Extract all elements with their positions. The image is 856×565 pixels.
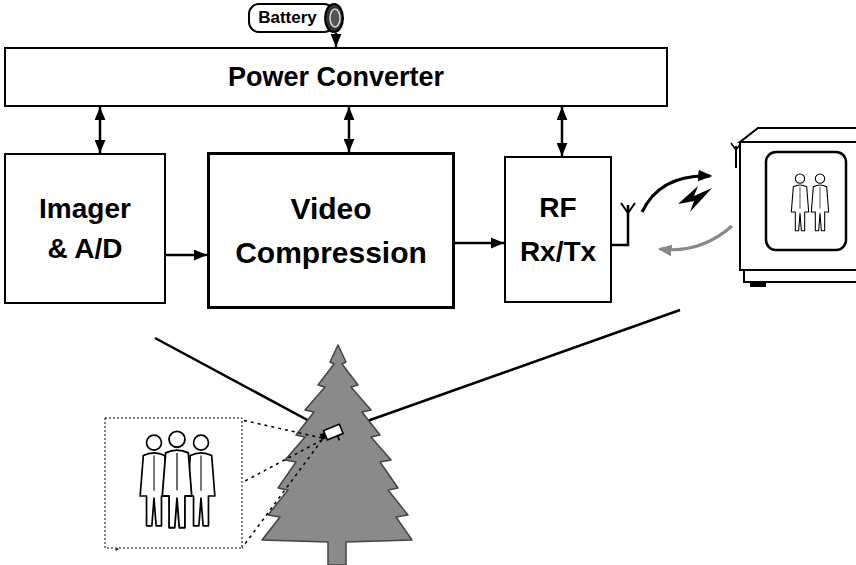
monitor bbox=[766, 152, 846, 250]
monitor bbox=[811, 174, 828, 231]
camera bbox=[320, 432, 327, 439]
monitor bbox=[791, 174, 808, 231]
arrow-connector bbox=[166, 254, 207, 257]
process-box: RF Rx/Tx bbox=[504, 156, 612, 303]
camera bbox=[338, 436, 340, 441]
scene-inset bbox=[105, 418, 242, 548]
battery-cap bbox=[325, 4, 343, 32]
field-of-view bbox=[242, 440, 322, 548]
box-label: Power Converter bbox=[228, 61, 444, 93]
view-lines bbox=[155, 310, 680, 430]
box-label: RF Rx/Tx bbox=[520, 186, 596, 273]
battery-terminal bbox=[330, 9, 340, 27]
tree bbox=[262, 345, 412, 565]
process-box: Imager & A/D bbox=[4, 153, 166, 304]
battery-body bbox=[249, 4, 334, 32]
arrow-connector bbox=[348, 107, 351, 152]
monitor bbox=[731, 128, 856, 287]
monitor bbox=[740, 142, 856, 270]
view-lines bbox=[155, 338, 326, 430]
monitor bbox=[750, 282, 766, 287]
field-of-view bbox=[242, 420, 322, 438]
tree bbox=[262, 345, 412, 565]
arrow-connector bbox=[99, 107, 102, 153]
battery-label: Battery bbox=[258, 9, 317, 28]
box-label: Imager & A/D bbox=[39, 189, 131, 269]
arrow-connector bbox=[455, 242, 504, 245]
process-box: Power Converter bbox=[4, 47, 668, 107]
scene-inset bbox=[105, 418, 242, 548]
view-lines bbox=[342, 310, 680, 430]
camera bbox=[324, 424, 344, 440]
monitor bbox=[744, 270, 856, 282]
battery-cylinder: Battery bbox=[248, 3, 345, 33]
radio-link bbox=[678, 186, 712, 212]
process-box: Video Compression bbox=[207, 152, 455, 309]
radio-link bbox=[660, 226, 732, 250]
scene-inset bbox=[162, 431, 191, 527]
monitor bbox=[740, 128, 856, 142]
radio-link bbox=[642, 176, 732, 250]
arrow-connector bbox=[335, 33, 338, 47]
box-label: Video Compression bbox=[235, 187, 427, 274]
camera bbox=[319, 424, 345, 446]
antenna bbox=[621, 203, 635, 213]
antenna bbox=[612, 203, 635, 245]
arrow-connector bbox=[561, 107, 564, 156]
